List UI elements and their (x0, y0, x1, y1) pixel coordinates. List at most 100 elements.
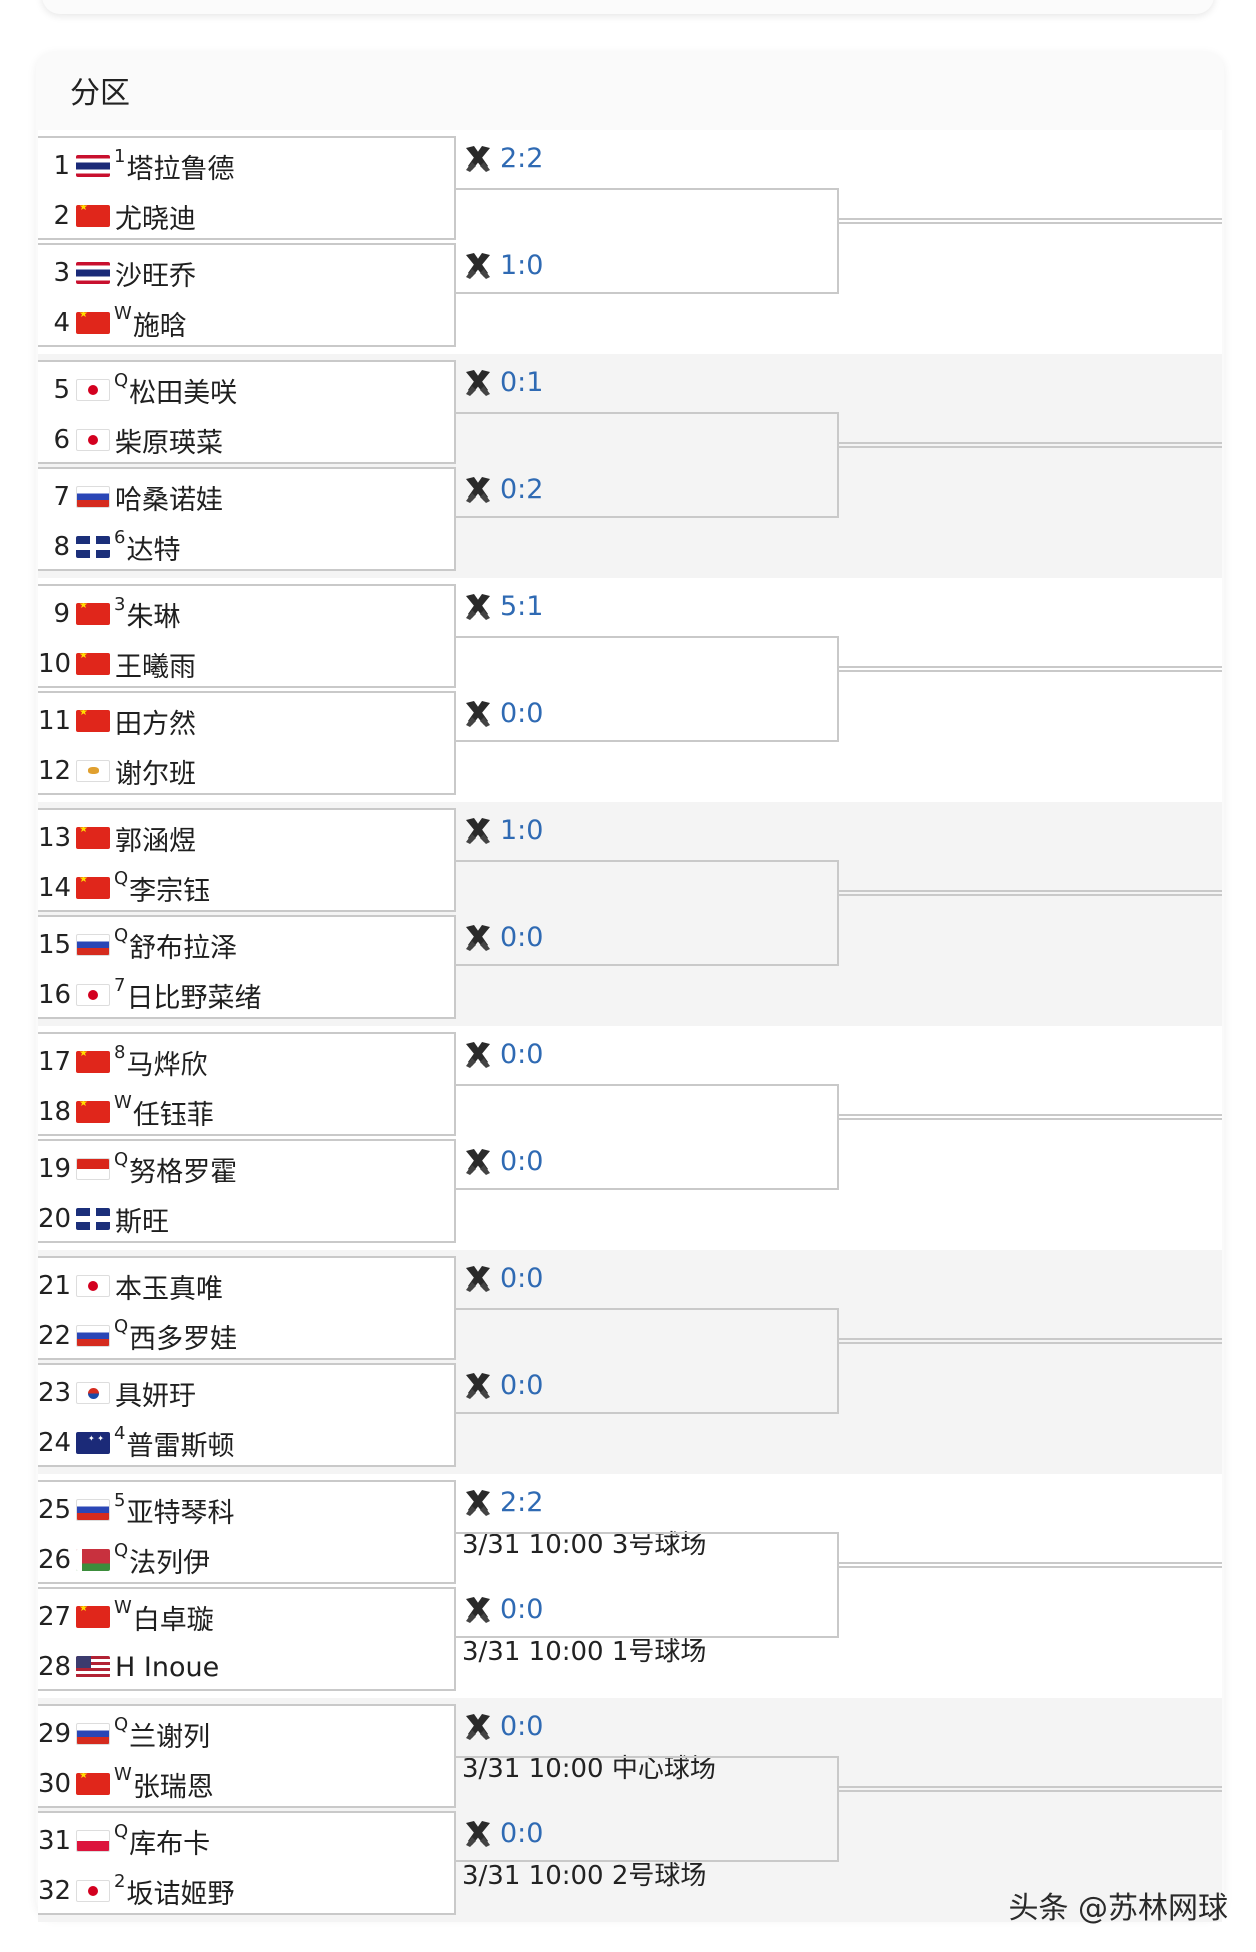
score-text: 5:1 (500, 590, 544, 622)
player-name[interactable]: 普雷斯顿 (126, 1430, 235, 1462)
player-name[interactable]: 兰谢列 (129, 1721, 211, 1753)
player-row[interactable]: 2 尤晓迪 (38, 196, 456, 236)
player-name[interactable]: 本玉真唯 (115, 1273, 223, 1305)
player-row[interactable]: 13郭涵煜 (38, 818, 456, 858)
player-name[interactable]: 朱琳 (126, 601, 181, 633)
match-score[interactable]: 0:0 (462, 1593, 543, 1625)
player-row[interactable]: 10王曦雨 (38, 644, 456, 684)
match-score[interactable]: 0:1 (462, 366, 543, 398)
player-name[interactable]: 法列伊 (129, 1547, 211, 1579)
player-name[interactable]: 松田美咲 (129, 377, 238, 409)
match-pair[interactable]: 178马烨欣 18W任钰菲 (38, 1032, 456, 1136)
match-pair[interactable]: 93朱琳 10王曦雨 (38, 584, 456, 688)
player-name[interactable]: 日比野菜绪 (126, 982, 262, 1014)
match-score[interactable]: 0:0 (462, 1145, 543, 1177)
player-name[interactable]: 柴原瑛菜 (115, 427, 223, 459)
player-name[interactable]: 西多罗娃 (129, 1323, 238, 1355)
player-name[interactable]: 舒布拉泽 (129, 932, 238, 964)
match-score[interactable]: 0:0 (462, 1262, 543, 1294)
player-name[interactable]: 李宗钰 (129, 875, 211, 907)
match-score[interactable]: 2:2 (462, 1486, 543, 1518)
player-row[interactable]: 4W施晗 (38, 303, 456, 343)
player-name[interactable]: 郭涵煜 (115, 825, 196, 857)
player-name[interactable]: 具妍玗 (115, 1380, 196, 1412)
match-score[interactable]: 1:0 (462, 814, 543, 846)
player-name[interactable]: H Inoue (115, 1651, 220, 1683)
player-row[interactable]: 244普雷斯顿 (38, 1423, 456, 1463)
player-name[interactable]: 努格罗霍 (129, 1156, 238, 1188)
match-score[interactable]: 0:0 (462, 1817, 543, 1849)
player-name[interactable]: 坂诘姬野 (126, 1878, 235, 1910)
match-score[interactable]: 0:0 (462, 921, 543, 953)
player-name[interactable]: 沙旺乔 (115, 260, 196, 292)
match-score[interactable]: 0:2 (462, 473, 543, 505)
player-row[interactable]: 178马烨欣 (38, 1042, 456, 1082)
player-row[interactable]: 11田方然 (38, 701, 456, 741)
match-score[interactable]: 1:0 (462, 249, 543, 281)
match-score[interactable]: 5:1 (462, 590, 543, 622)
draw-position: 2 (53, 201, 70, 231)
player-row[interactable]: 14Q李宗钰 (38, 868, 456, 908)
match-pair[interactable]: 27W白卓璇 28H Inoue (38, 1587, 456, 1691)
match-score[interactable]: 0:0 (462, 1369, 543, 1401)
player-name[interactable]: 亚特琴科 (126, 1497, 235, 1529)
match-score[interactable]: 0:0 (462, 697, 543, 729)
seed-mark: W (114, 1763, 132, 1785)
match-score[interactable]: 0:0 (462, 1038, 543, 1070)
player-name[interactable]: 任钰菲 (132, 1099, 214, 1131)
player-name[interactable]: 斯旺 (115, 1206, 169, 1238)
player-name[interactable]: 白卓璇 (132, 1604, 214, 1636)
player-name[interactable]: 塔拉鲁德 (126, 153, 235, 185)
match-score[interactable]: 2:2 (462, 142, 543, 174)
player-row[interactable]: 30W张瑞恩 (38, 1764, 456, 1804)
player-name[interactable]: 田方然 (115, 708, 196, 740)
player-row[interactable]: 93朱琳 (38, 594, 456, 634)
player-name[interactable]: 库布卡 (129, 1828, 211, 1860)
bracket-connector (456, 636, 839, 742)
player-name[interactable]: 达特 (126, 534, 181, 566)
match-pair[interactable]: 13郭涵煜 14Q李宗钰 (38, 808, 456, 912)
player-name[interactable]: 张瑞恩 (132, 1771, 214, 1803)
player-name[interactable]: 哈桑诺娃 (115, 484, 223, 516)
player-row[interactable]: 18W任钰菲 (38, 1092, 456, 1132)
player-row[interactable]: 27W白卓璇 (38, 1597, 456, 1637)
player-name[interactable]: 施晗 (132, 310, 187, 342)
player-name[interactable]: 尤晓迪 (115, 203, 196, 235)
match-score[interactable]: 0:0 (462, 1710, 543, 1742)
player-name[interactable]: 马烨欣 (126, 1049, 208, 1081)
player-name[interactable]: 王曦雨 (115, 651, 196, 683)
player-name[interactable]: 谢尔班 (115, 758, 196, 790)
